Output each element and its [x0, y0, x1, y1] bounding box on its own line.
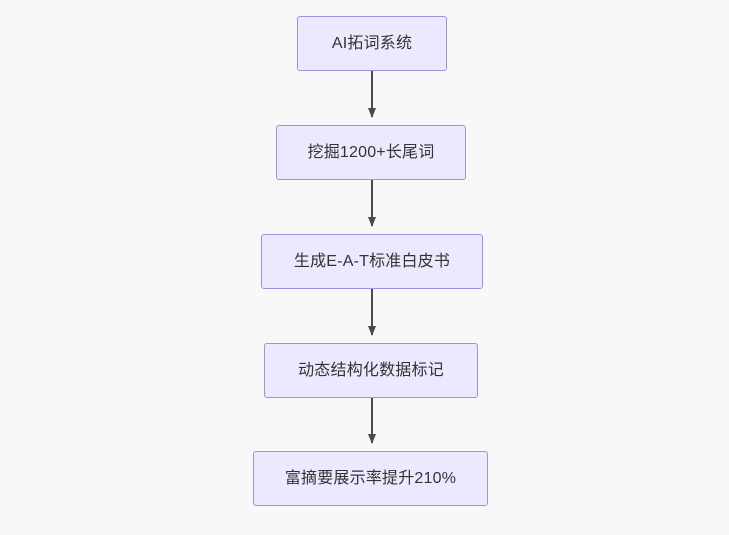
flowchart-node-dynamic-structured-data-markup[interactable]: 动态结构化数据标记 — [264, 343, 478, 398]
flowchart-node-ai-keyword-system[interactable]: AI拓词系统 — [297, 16, 447, 71]
flowchart-node-rich-snippet-impression-lift[interactable]: 富摘要展示率提升210% — [253, 451, 488, 506]
flowchart-node-mine-longtail-keywords[interactable]: 挖掘1200+长尾词 — [276, 125, 466, 180]
node-label: 挖掘1200+长尾词 — [307, 143, 435, 161]
node-label: 生成E-A-T标准白皮书 — [293, 252, 451, 270]
node-label: 动态结构化数据标记 — [298, 361, 444, 379]
flowchart-node-generate-eat-whitepaper[interactable]: 生成E-A-T标准白皮书 — [261, 234, 483, 289]
node-label: AI拓词系统 — [331, 34, 413, 52]
node-label: 富摘要展示率提升210% — [284, 469, 457, 487]
